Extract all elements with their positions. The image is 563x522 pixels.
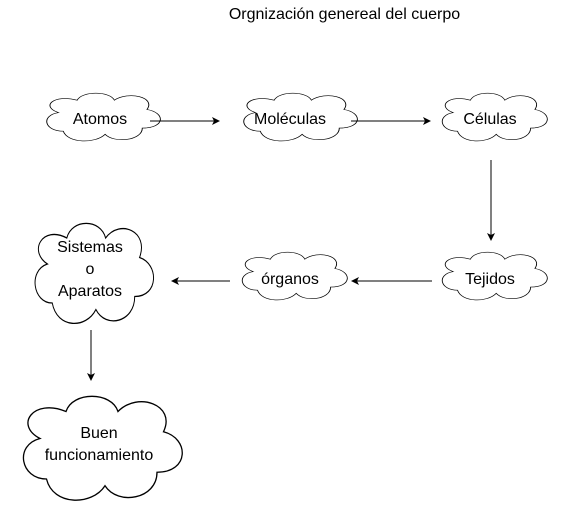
node-atomos: Atomos bbox=[72, 111, 128, 128]
node-buen-funcionamiento-line-2: funcionamiento bbox=[44, 447, 154, 464]
node-sistemas: Sistemas o Aparatos bbox=[30, 236, 150, 304]
node-buen-funcionamiento: Buen funcionamiento bbox=[14, 420, 184, 470]
node-moleculas: Moléculas bbox=[253, 111, 327, 128]
node-sistemas-line-2: o bbox=[85, 261, 95, 278]
node-sistemas-line-1: Sistemas bbox=[57, 239, 123, 256]
diagram-title: Orgnización genereal del cuerpo bbox=[228, 6, 461, 23]
node-sistemas-line-3: Aparatos bbox=[57, 283, 123, 300]
node-celulas: Células bbox=[463, 111, 517, 128]
node-tejidos: Tejidos bbox=[465, 271, 515, 288]
node-organos: órganos bbox=[261, 271, 319, 288]
node-buen-funcionamiento-line-1: Buen bbox=[80, 425, 118, 442]
